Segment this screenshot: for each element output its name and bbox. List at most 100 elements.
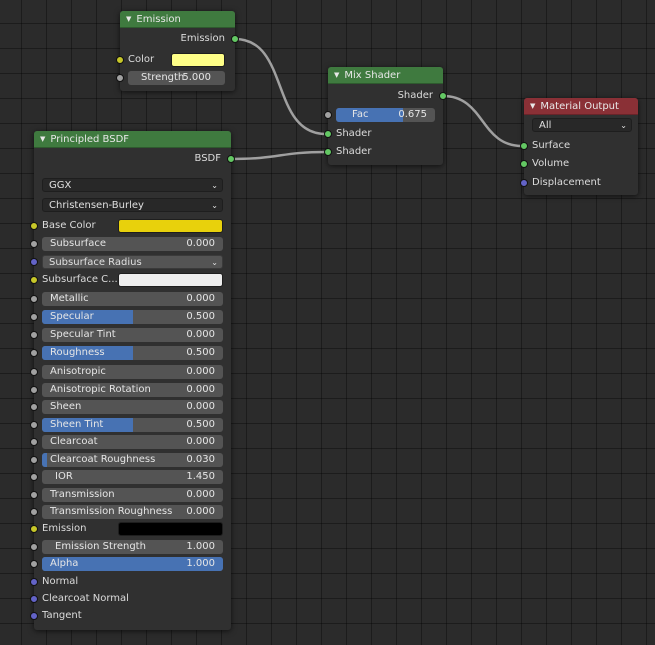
- field-label: Specular: [50, 311, 94, 322]
- field-label: Specular Tint: [50, 329, 116, 340]
- anisotropic-rotation-socket[interactable]: [30, 386, 38, 394]
- alpha-fill-bar: [42, 557, 223, 571]
- tangent-row: Tangent: [30, 608, 231, 624]
- shader-input-1-row: Shader: [324, 126, 443, 142]
- emission-node[interactable]: ▼Emission Emission Color Strength 5.000: [116, 11, 239, 91]
- anisotropic-socket[interactable]: [30, 368, 38, 376]
- subsurface-socket[interactable]: [30, 240, 38, 248]
- anisotropic-rotation-field[interactable]: Anisotropic Rotation 0.000: [42, 383, 223, 397]
- mix-shader-header[interactable]: ▼Mix Shader: [328, 67, 443, 84]
- emission-color-swatch[interactable]: [118, 522, 223, 536]
- link-mix-to-output[interactable]: [442, 94, 523, 148]
- ior-field[interactable]: IOR 1.450: [42, 470, 223, 484]
- subsurface-method-dropdown[interactable]: Christensen-Burley ⌄: [42, 198, 223, 212]
- dropdown-value: GGX: [49, 180, 72, 191]
- collapse-chevron-icon[interactable]: ▼: [530, 102, 536, 110]
- fac-fill-bar: [336, 108, 403, 122]
- principled-bsdf-node[interactable]: ▼Principled BSDF BSDF GGX ⌄ Christensen-…: [30, 131, 235, 630]
- base-color-swatch[interactable]: [118, 219, 223, 233]
- specular-socket[interactable]: [30, 313, 38, 321]
- base-color-socket[interactable]: [30, 222, 38, 230]
- transmission-roughness-field[interactable]: Transmission Roughness 0.000: [42, 505, 223, 519]
- color-input-socket[interactable]: [116, 56, 124, 64]
- emission-output-socket[interactable]: [231, 35, 239, 43]
- link-emission-to-mix[interactable]: [234, 37, 327, 136]
- subsurface-color-socket[interactable]: [30, 276, 38, 284]
- normal-socket[interactable]: [30, 578, 38, 586]
- mix-shader-node[interactable]: ▼Mix Shader Shader Fac 0.675 Shader Shad…: [324, 67, 447, 165]
- anisotropic-field[interactable]: Anisotropic 0.000: [42, 365, 223, 379]
- ior-socket[interactable]: [30, 473, 38, 481]
- metallic-row: Metallic 0.000: [30, 291, 231, 307]
- collapse-chevron-icon[interactable]: ▼: [126, 15, 132, 23]
- emission-color-socket[interactable]: [30, 525, 38, 533]
- volume-row: Volume: [520, 156, 638, 172]
- dropdown-value: Christensen-Burley: [49, 200, 144, 211]
- field-value: 0.000: [186, 506, 215, 517]
- socket-label: Shader: [336, 146, 372, 157]
- mix-output-socket[interactable]: [439, 92, 447, 100]
- metallic-field[interactable]: Metallic 0.000: [42, 292, 223, 306]
- alpha-field[interactable]: Alpha 1.000: [42, 557, 223, 571]
- sheen-socket[interactable]: [30, 403, 38, 411]
- clearcoat-roughness-socket[interactable]: [30, 456, 38, 464]
- fac-row: Fac 0.675: [324, 107, 443, 123]
- socket-label: Emission: [180, 33, 226, 44]
- transmission-roughness-socket[interactable]: [30, 508, 38, 516]
- sheen-tint-field[interactable]: Sheen Tint 0.500: [42, 418, 223, 432]
- clearcoat-roughness-field[interactable]: Clearcoat Roughness 0.030: [42, 453, 223, 467]
- transmission-field[interactable]: Transmission 0.000: [42, 488, 223, 502]
- strength-input-socket[interactable]: [116, 74, 124, 82]
- metallic-socket[interactable]: [30, 295, 38, 303]
- material-output-header[interactable]: ▼Material Output: [524, 98, 638, 115]
- field-value: 0.675: [398, 109, 427, 120]
- principled-bsdf-header[interactable]: ▼Principled BSDF: [34, 131, 231, 148]
- sheen-field[interactable]: Sheen 0.000: [42, 400, 223, 414]
- subsurface-field[interactable]: Subsurface 0.000: [42, 237, 223, 251]
- emission-strength-field[interactable]: Emission Strength 1.000: [42, 540, 223, 554]
- emission-node-header[interactable]: ▼Emission: [120, 11, 235, 28]
- transmission-socket[interactable]: [30, 491, 38, 499]
- dropdown-value: Subsurface Radius: [49, 257, 142, 268]
- field-label: Clearcoat Roughness: [50, 454, 156, 465]
- distribution-dropdown[interactable]: GGX ⌄: [42, 178, 223, 192]
- specular-field[interactable]: Specular 0.500: [42, 310, 223, 324]
- socket-label: Clearcoat Normal: [42, 593, 129, 604]
- field-label: IOR: [55, 471, 73, 482]
- roughness-socket[interactable]: [30, 349, 38, 357]
- bsdf-output-socket[interactable]: [227, 155, 235, 163]
- strength-field[interactable]: Strength 5.000: [128, 71, 225, 85]
- emission-color-swatch[interactable]: [171, 53, 225, 67]
- chevron-down-icon: ⌄: [211, 258, 218, 267]
- fac-field[interactable]: Fac 0.675: [336, 108, 435, 122]
- alpha-socket[interactable]: [30, 560, 38, 568]
- shader-input-1-socket[interactable]: [324, 130, 332, 138]
- collapse-chevron-icon[interactable]: ▼: [334, 71, 340, 79]
- volume-input-socket[interactable]: [520, 160, 528, 168]
- subsurface-color-row: Subsurface C...: [30, 272, 231, 288]
- subsurface-radius-socket[interactable]: [30, 258, 38, 266]
- shader-input-2-socket[interactable]: [324, 148, 332, 156]
- field-label: Sheen: [50, 401, 82, 412]
- fac-input-socket[interactable]: [324, 111, 332, 119]
- surface-input-socket[interactable]: [520, 142, 528, 150]
- specular-tint-field[interactable]: Specular Tint 0.000: [42, 328, 223, 342]
- subsurface-radius-dropdown[interactable]: Subsurface Radius ⌄: [42, 255, 223, 269]
- clearcoat-normal-socket[interactable]: [30, 595, 38, 603]
- material-output-node[interactable]: ▼Material Output All ⌄ Surface Volume Di…: [520, 98, 638, 195]
- socket-label: Color: [128, 54, 155, 65]
- clearcoat-field[interactable]: Clearcoat 0.000: [42, 435, 223, 449]
- tangent-socket[interactable]: [30, 612, 38, 620]
- socket-label: Shader: [397, 90, 433, 101]
- displacement-input-socket[interactable]: [520, 179, 528, 187]
- subsurface-color-swatch[interactable]: [118, 273, 223, 287]
- target-dropdown[interactable]: All ⌄: [532, 118, 632, 132]
- socket-label: Volume: [532, 158, 570, 169]
- link-bsdf-to-mix[interactable]: [230, 150, 327, 161]
- sheen-tint-socket[interactable]: [30, 421, 38, 429]
- specular-tint-socket[interactable]: [30, 331, 38, 339]
- emission-strength-socket[interactable]: [30, 543, 38, 551]
- roughness-field[interactable]: Roughness 0.500: [42, 346, 223, 360]
- clearcoat-socket[interactable]: [30, 438, 38, 446]
- collapse-chevron-icon[interactable]: ▼: [40, 135, 46, 143]
